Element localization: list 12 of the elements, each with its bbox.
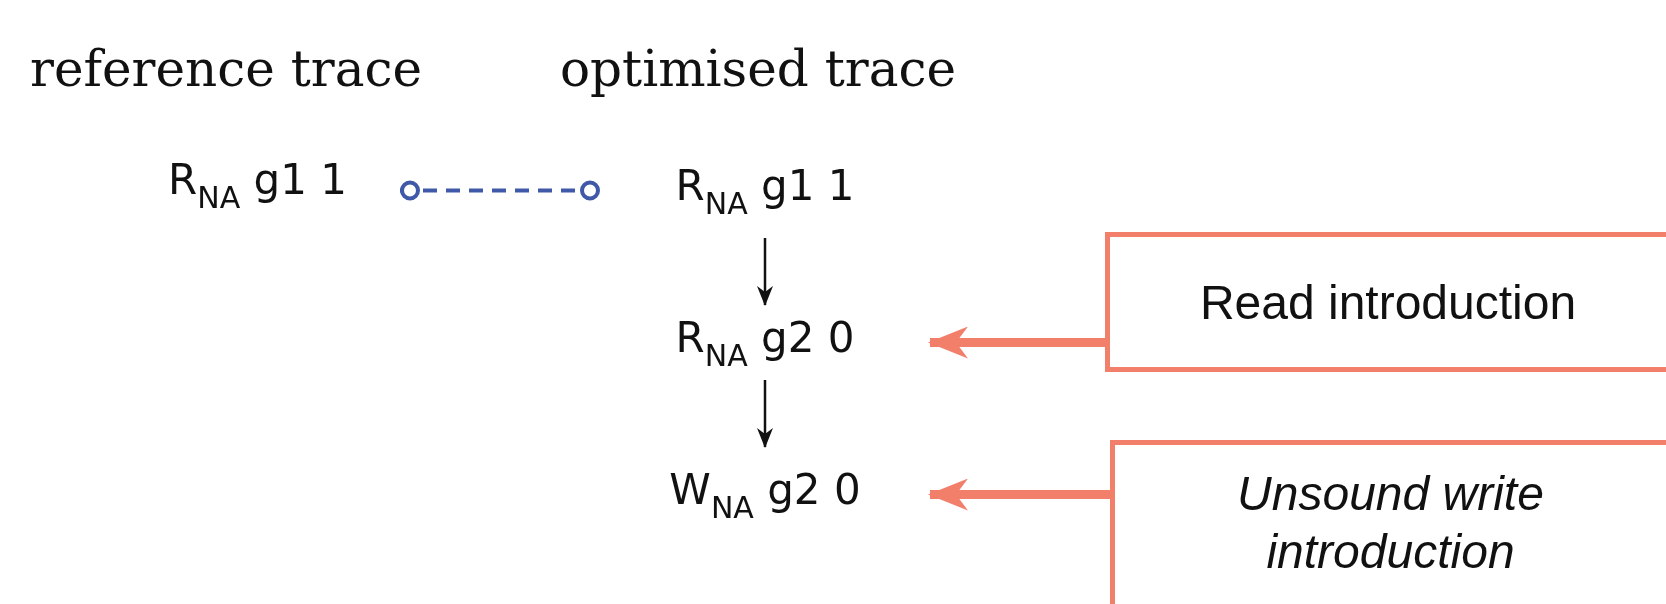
arrow (928, 326, 1105, 359)
arrow (757, 238, 773, 306)
trace-event: R$_{NA}$ g1 1 (600, 143, 930, 238)
trace-event: R$_{NA}$ g1 1 (115, 140, 400, 230)
annotation-box: Unsound write introduction (1110, 440, 1666, 604)
column-heading: optimised trace (560, 40, 957, 98)
arrow (928, 478, 1110, 511)
trace-event: W$_{NA}$ g2 0 (600, 447, 930, 542)
arrow (757, 380, 773, 448)
trace-event: R$_{NA}$ g2 0 (600, 305, 930, 380)
annotation-box: Read introduction (1105, 232, 1666, 372)
column-heading: reference trace (30, 40, 423, 98)
